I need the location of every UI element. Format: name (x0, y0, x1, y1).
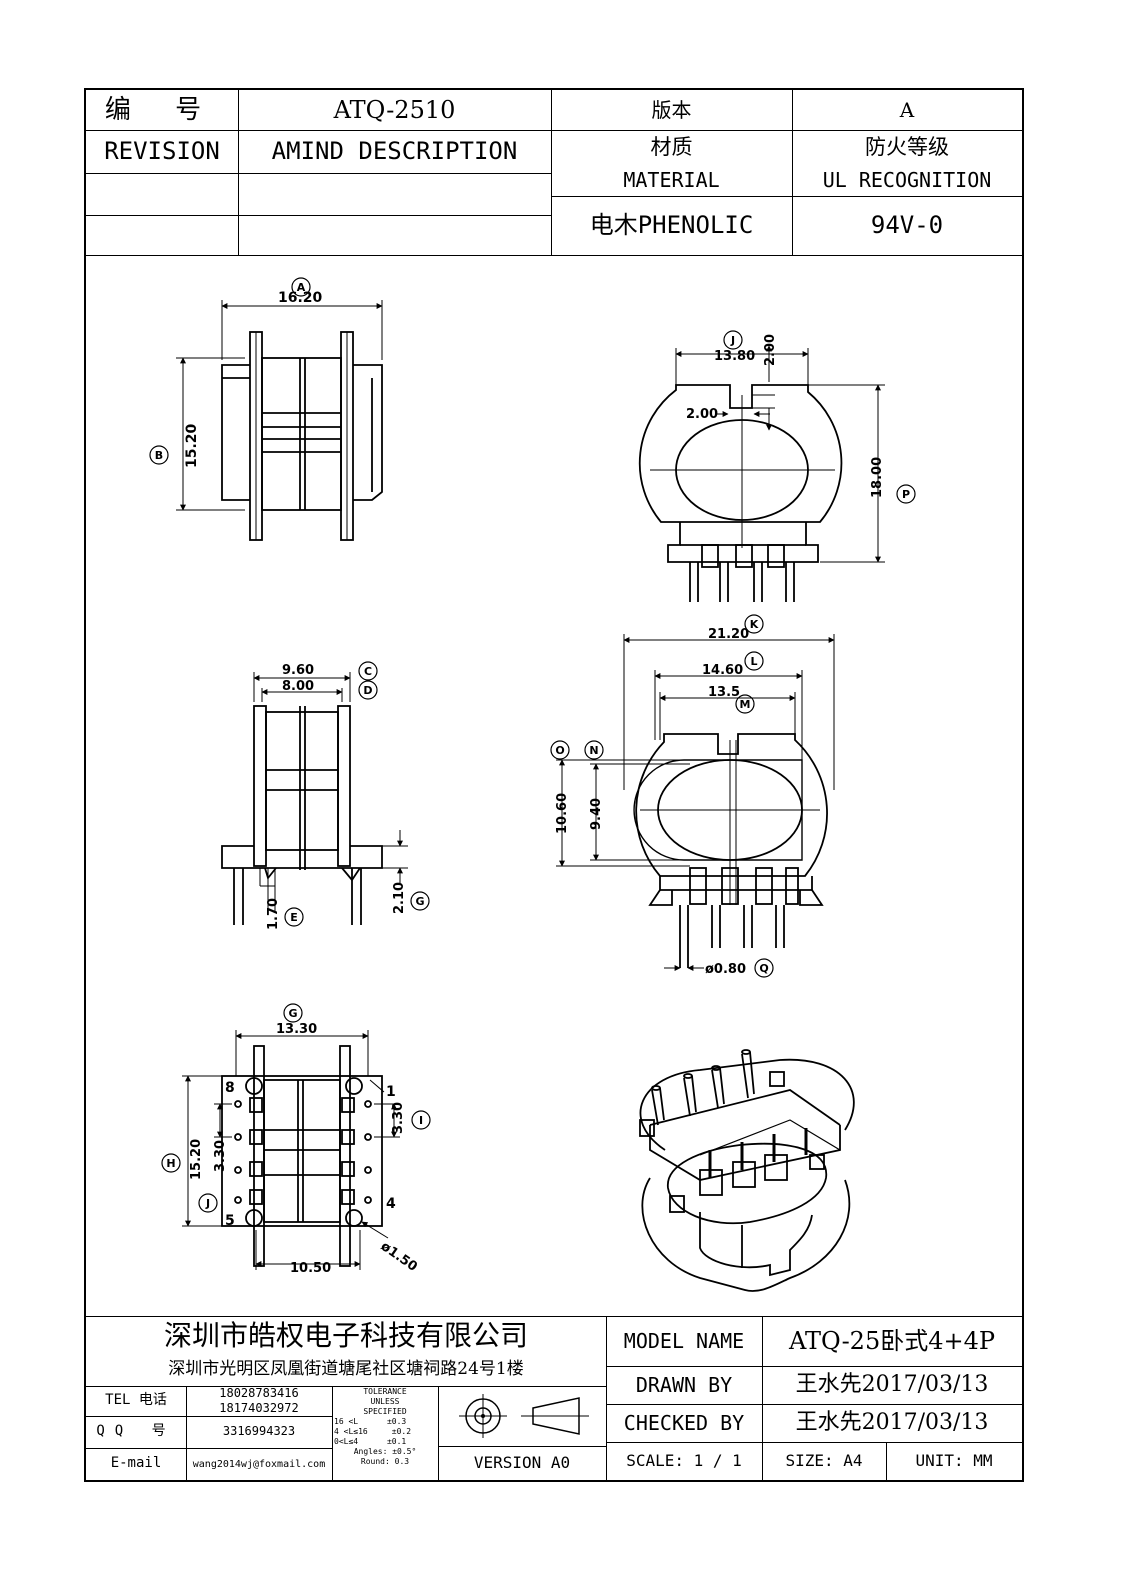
email-label: E-mail (110, 1455, 162, 1472)
pin-number-1: 1 (386, 1084, 396, 1100)
tel-number-2: 18174032972 (219, 1400, 299, 1415)
front-view-middle (633, 733, 828, 968)
dim-k-value: 21.20 (708, 627, 749, 642)
tag-g-mid: G (415, 895, 424, 908)
tag-a: A (297, 281, 306, 294)
tolerance-row: 16 <L ±0.3 (334, 1417, 407, 1426)
dim-base-value: 10.50 (290, 1261, 331, 1276)
drawn-by-value: 王水先2017/03/13 (795, 1371, 989, 1397)
tag-j-top: J (730, 334, 735, 347)
projection-symbol (459, 1394, 589, 1438)
projection-cone (532, 1397, 580, 1435)
version-label: 版本 (651, 98, 692, 122)
company-address: 深圳市光明区凤凰街道塘尾社区塘祠路24号1楼 (168, 1358, 524, 1379)
checked-by-label: CHECKED BY (623, 1411, 745, 1435)
dim-pitch-right: 3.30 (391, 1102, 406, 1134)
tag-i: I (419, 1114, 423, 1127)
dim-d-value: 8.00 (282, 679, 314, 694)
drawing-sheet: 编 号 ATQ-2510 版本 A REVISION AMIND DESCRIP… (84, 88, 1024, 1482)
pin-number-4: 4 (386, 1196, 396, 1212)
tag-d: D (363, 684, 372, 697)
dim-o-value: 10.60 (555, 793, 570, 834)
version-a0: VERSION A0 (473, 1453, 571, 1473)
tag-c: C (364, 665, 372, 678)
tag-q: Q (759, 962, 768, 975)
dim-a-value: 16.20 (278, 290, 323, 306)
tag-p: P (902, 488, 910, 501)
drawn-by-label: DRAWN BY (635, 1373, 733, 1397)
dim-slot-height: 2.00 (763, 334, 778, 366)
dim-c-value: 9.60 (282, 663, 314, 678)
company-name: 深圳市皓权电子科技有限公司 (163, 1318, 528, 1352)
front-outline-top (638, 384, 843, 523)
tolerance-title-1: TOLERANCE (363, 1387, 407, 1396)
tolerance-row: Round: 0.3 (360, 1457, 410, 1466)
model-name-value: ATQ-25卧式4+4P (788, 1326, 996, 1355)
qq-number: 3316994323 (222, 1424, 296, 1439)
tag-o: O (555, 744, 564, 757)
dim-q-value: ø0.80 (705, 962, 746, 977)
fire-rating-value: 94V-0 (870, 211, 944, 240)
tolerance-block: TOLERANCE UNLESS SPECIFIED 16 <L ±0.3 4 … (334, 1387, 436, 1479)
tolerance-title-2: UNLESS (370, 1397, 400, 1406)
scale-label: SCALE: 1 / 1 (626, 1451, 742, 1471)
fire-rating-label-cn: 防火等级 (865, 135, 949, 160)
revision-label: REVISION (104, 137, 220, 166)
dim-pitch-left: 3.30 (213, 1140, 228, 1172)
bottom-pin-view (221, 1045, 383, 1267)
dim-h-value: 15.20 (189, 1139, 204, 1180)
technical-drawing: 16.20 15.20 13.80 2.00 2.00 18.00 9.60 8… (149, 277, 916, 1292)
dim-e-value: 1.70 (266, 898, 281, 930)
tel-number-1: 18028783416 (219, 1385, 299, 1400)
material-label-cn: 材质 (650, 135, 693, 160)
tolerance-row: Angles: ±0.5° (353, 1447, 417, 1456)
dim-p-value: 18.00 (870, 457, 885, 498)
front-outline-middle (635, 733, 828, 877)
tolerance-title-3: SPECIFIED (363, 1407, 407, 1416)
side-view-top (221, 331, 383, 541)
tolerance-row: 0<L≤4 ±0.1 (334, 1437, 407, 1446)
front-view-top (638, 384, 843, 602)
pin-number-5: 5 (225, 1213, 235, 1229)
tag-e: E (290, 911, 298, 924)
checked-by-value: 王水先2017/03/13 (795, 1409, 989, 1435)
dim-j-value: 13.80 (714, 349, 755, 364)
dim-hole-value: ø1.50 (378, 1239, 420, 1275)
size-label: SIZE: A4 (785, 1451, 863, 1471)
dim-slot-width: 2.00 (686, 407, 718, 422)
part-number: ATQ-2510 (333, 95, 456, 124)
tag-h: H (166, 1157, 175, 1170)
part-number-label: 编 号 (104, 94, 220, 125)
qq-label: QQ 号 (96, 1423, 176, 1440)
pin-number-8: 8 (225, 1080, 235, 1096)
tag-n: N (589, 744, 598, 757)
fire-rating-label-en: UL RECOGNITION (822, 168, 992, 192)
dim-m-value: 13.5 (708, 685, 740, 700)
dim-g-value: 2.10 (392, 882, 407, 914)
side-view-middle (221, 705, 383, 925)
tag-g-bottom: G (288, 1007, 297, 1020)
tag-b: B (155, 449, 163, 462)
tag-m: M (740, 698, 751, 711)
email-address: wang2014wj@foxmail.com (192, 1458, 326, 1470)
tag-k: K (750, 618, 759, 631)
tag-l: L (750, 655, 757, 668)
material-label-en: MATERIAL (623, 168, 720, 192)
unit-label: UNIT: MM (915, 1451, 993, 1471)
dim-b-value: 15.20 (184, 423, 200, 468)
isometric-view (639, 1049, 855, 1292)
bobbin-core (261, 357, 342, 511)
tolerance-row: 4 <L≤16 ±0.2 (334, 1427, 412, 1436)
amend-description-label: AMIND DESCRIPTION (271, 137, 518, 166)
dim-width-value: 13.30 (276, 1022, 317, 1037)
dim-l-value: 14.60 (702, 663, 743, 678)
dim-n-value: 9.40 (589, 798, 604, 830)
tel-label: TEL 电话 (105, 1392, 167, 1409)
version-value: A (899, 98, 915, 122)
material-value: 电木PHENOLIC (589, 211, 754, 240)
model-name-label: MODEL NAME (623, 1329, 745, 1353)
tag-j-bottom: J (205, 1197, 210, 1210)
